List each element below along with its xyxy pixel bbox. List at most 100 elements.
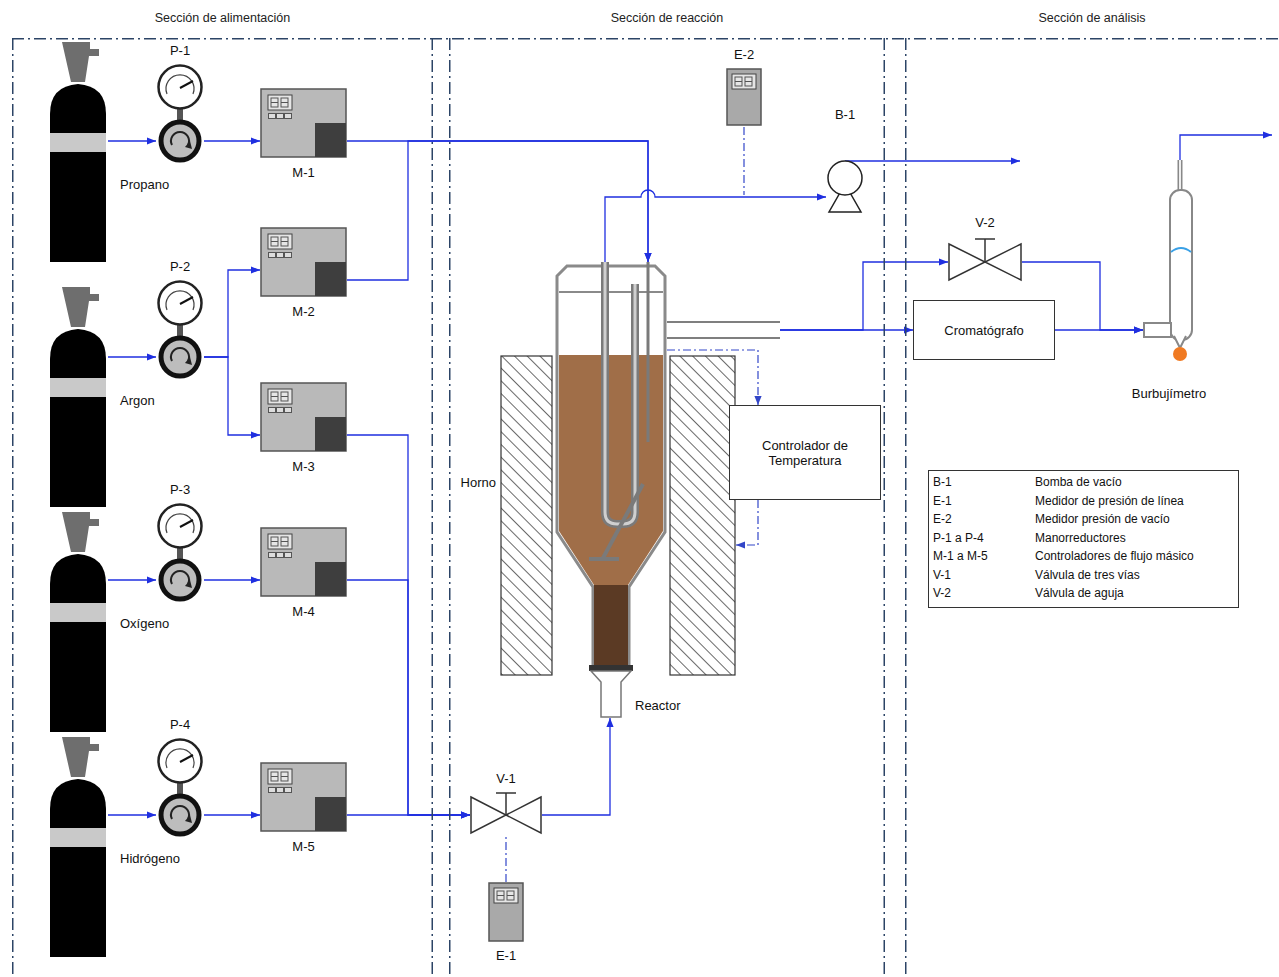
mass-flow-controller: M-1 [260,88,347,158]
legend-text: Válvula de tres vías [1035,568,1140,582]
line-art [50,554,106,732]
pressure-regulator: P-4 [156,738,204,837]
line-art [171,571,189,584]
legend-code: M-1 a M-5 [933,549,988,563]
cylinder-label: Hidrógeno [120,851,180,866]
line-art [603,484,643,558]
mass-flow-controller-symbol [260,88,347,158]
process-box: Cromatógrafo [913,300,1055,360]
line-art [277,553,284,558]
line-art [501,356,552,675]
pressure-meter-symbol [726,68,762,126]
legend-code: V-2 [933,586,951,600]
mass-flow-controller-symbol [260,382,347,452]
line-art [432,38,434,977]
line-art [1178,160,1183,192]
line-art [268,769,292,784]
line-art [161,561,199,599]
line-art [268,534,292,549]
furnace: Horno [500,355,736,676]
line-art [285,553,292,558]
line-art [285,788,292,793]
tag-label: P-2 [170,259,190,274]
line-art [185,357,192,365]
line-art [171,348,189,361]
line-art [50,828,106,847]
tag-label: M-3 [292,459,314,474]
line-art [166,749,194,768]
furnace-symbol [500,355,736,676]
reactor-vessel-symbol [555,262,667,718]
line-art [180,520,193,527]
line-art [50,133,106,152]
tag-label: P-1 [170,43,190,58]
legend-text: Medidor presión de vacío [1035,512,1170,526]
pressure-regulator-symbol [156,64,204,163]
line-art [745,77,752,86]
equipment-label: Burbujímetro [1132,386,1206,401]
pipe-line [108,814,156,815]
line-art [62,42,99,82]
line-art [269,788,276,793]
pipe-line [542,718,610,815]
line-art [497,895,504,896]
line-art [159,66,202,109]
legend-code: P-1 a P-4 [933,531,984,545]
line-art [727,69,761,125]
line-art [589,665,633,671]
line-art [1171,248,1191,252]
bubble-flowmeter: Burbujímetro [1143,160,1195,362]
legend-code: B-1 [933,475,952,489]
pressure-meter-symbol [488,882,524,942]
gas-cylinder-symbol [48,285,108,507]
line-art [166,75,194,94]
tag-label: E-1 [496,948,516,963]
legend-code: E-2 [933,512,952,526]
line-art [261,89,346,157]
line-art [50,779,106,957]
vacuum-pump-symbol [826,160,864,213]
gas-cylinder: Hidrógeno [48,735,108,957]
pipe-line [1055,329,1143,330]
pipe-line [204,579,260,580]
section-border-symbol [905,38,1279,977]
mass-flow-controller: M-4 [260,527,347,597]
gas-cylinder: Argon [48,285,108,507]
pipe-line [108,579,156,580]
line-art [471,797,541,833]
signal-leader [743,127,744,195]
pressure-regulator-symbol [156,738,204,837]
legend-text: Manorreductores [1035,531,1126,545]
needle-valve: V-2 [948,236,1022,282]
reactor-outlet-tube [667,321,780,323]
pipe-line [347,141,648,262]
section-heading: Sección de alimentación [155,11,291,26]
three-way-valve: V-1 [470,790,542,835]
pressure-regulator: P-2 [156,280,204,379]
mass-flow-controller: M-3 [260,382,347,452]
line-art [50,378,106,397]
tag-label: P-3 [170,482,190,497]
pressure-regulator-symbol [156,503,204,602]
line-art [277,788,284,793]
line-art [180,755,193,762]
line-art [281,772,288,781]
line-art [732,74,756,89]
legend-frame [929,471,1239,608]
tag-label: M-4 [292,604,314,619]
line-art [12,38,14,977]
three-way-valve-symbol [470,790,542,835]
line-art [271,772,278,781]
line-art [166,291,194,310]
line-art [745,81,752,82]
legend-text: Bomba de vacío [1035,475,1122,489]
line-art [159,282,202,325]
mass-flow-controller: M-2 [260,227,347,297]
line-art [271,392,278,401]
line-art [315,417,346,451]
pipe-line [204,140,260,141]
line-art [1174,336,1186,348]
gas-cylinder-symbol [48,40,108,262]
line-art [50,84,106,262]
legend-text: Medidor de presión de línea [1035,494,1184,508]
